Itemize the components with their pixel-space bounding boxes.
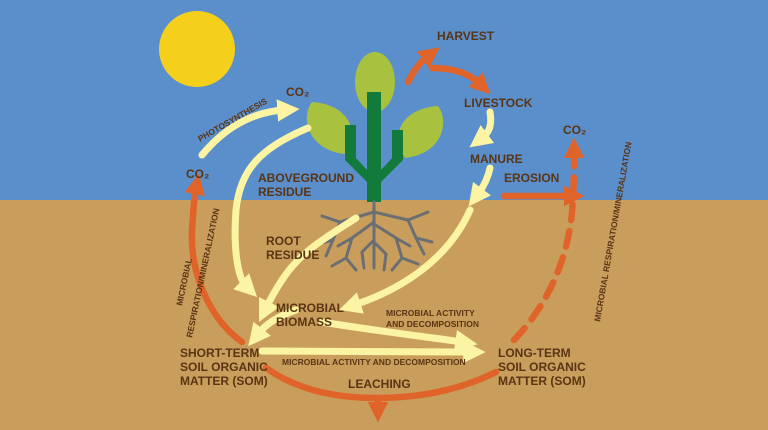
- sun-icon: [159, 11, 235, 87]
- microbial-activity-label-line1: MICROBIAL ACTIVITY: [386, 308, 475, 318]
- harvest-to-livestock-arrow: [428, 64, 491, 95]
- microbial-activity-bottom-label: MICROBIAL ACTIVITY AND DECOMPOSITION: [282, 357, 466, 367]
- carbon-loss-arrows: [184, 47, 585, 423]
- long-term-som-label-line2: SOIL ORGANIC: [498, 360, 586, 374]
- stem-right-branch: [381, 130, 403, 182]
- co2-right-label: CO₂: [563, 123, 586, 137]
- carbon-flow-arrows: [198, 99, 495, 364]
- microbial-biomass-label-line2: BIOMASS: [276, 315, 332, 329]
- co2-left-label: CO₂: [186, 167, 209, 181]
- microbial-biomass-to-short-term-arrow: [248, 306, 300, 347]
- root-residue-label-line1: ROOT: [266, 234, 301, 248]
- aboveground-residue-label-line2: RESIDUE: [258, 185, 311, 199]
- stem: [367, 92, 381, 202]
- erosion-label: EROSION: [504, 171, 559, 185]
- livestock-label: LIVESTOCK: [464, 96, 533, 110]
- photosynthesis-arrow: [198, 99, 300, 159]
- right-respiration-dashed-arrow: [510, 137, 585, 344]
- microbial-biomass-to-long-term-arrow: [318, 318, 478, 353]
- plant-to-harvest-arrow: [404, 47, 440, 86]
- manure-to-microbial-biomass-arrow: [339, 206, 474, 314]
- long-term-som-label-line1: LONG-TERM: [498, 346, 571, 360]
- stem-left-branch: [345, 125, 367, 182]
- livestock-to-manure-arrow: [469, 108, 495, 148]
- co2-photosynthesis-label: CO₂: [286, 85, 309, 99]
- root-residue-arrow: [258, 214, 360, 323]
- leaf-top: [355, 52, 395, 112]
- short-term-som-label-line3: MATTER (SOM): [180, 374, 268, 388]
- plant-icon: [306, 52, 444, 202]
- short-term-som-label-line1: SHORT-TERM: [180, 346, 259, 360]
- harvest-label: HARVEST: [437, 29, 495, 43]
- leaching-label: LEACHING: [348, 377, 411, 391]
- microbial-activity-label-line2: AND DECOMPOSITION: [386, 319, 479, 329]
- long-term-som-label-line3: MATTER (SOM): [498, 374, 586, 388]
- root-residue-label-line2: RESIDUE: [266, 248, 319, 262]
- leaf-left: [306, 102, 352, 154]
- aboveground-residue-label-line1: ABOVEGROUND: [258, 171, 354, 185]
- short-to-long-term-arrow: [258, 340, 486, 364]
- left-respiration-arrow: [184, 173, 246, 346]
- soil: [0, 200, 768, 430]
- manure-to-soil-arrow: [468, 164, 494, 207]
- aboveground-residue-arrow: [231, 124, 312, 298]
- microbial-biomass-label-line1: MICROBIAL: [276, 301, 344, 315]
- leaf-right: [398, 106, 444, 158]
- manure-label: MANURE: [470, 152, 523, 166]
- short-term-som-label-line2: SOIL ORGANIC: [180, 360, 268, 374]
